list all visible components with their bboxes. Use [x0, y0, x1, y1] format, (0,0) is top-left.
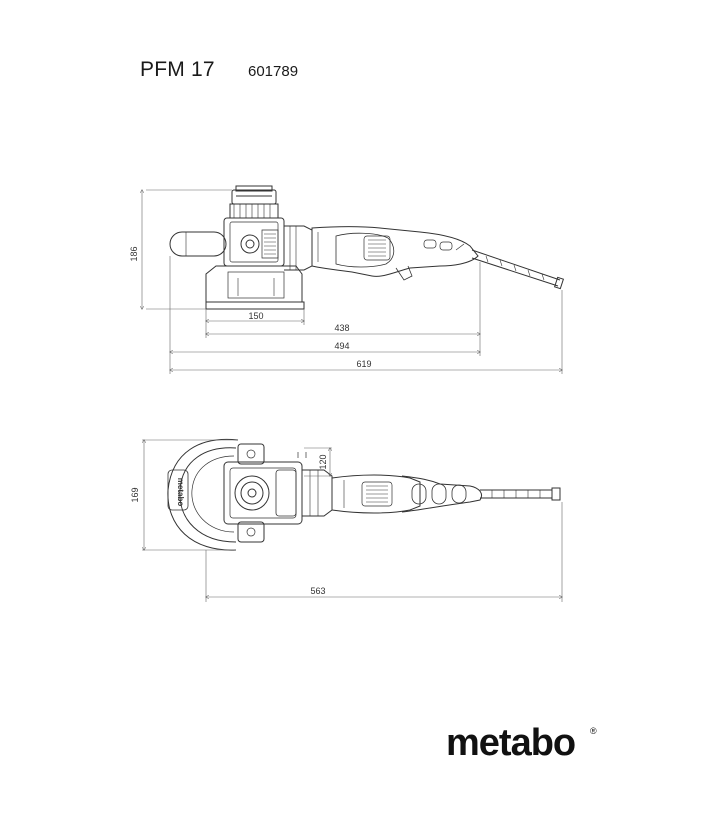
side-view	[169, 185, 565, 310]
top-view	[167, 438, 561, 551]
guard-brand-label: metabo	[176, 478, 185, 507]
dim-438: 438	[334, 323, 349, 333]
dim-169: 169	[130, 487, 140, 502]
article-number: 601789	[248, 63, 299, 80]
side-view-cap	[229, 185, 279, 219]
dim-494: 494	[334, 341, 349, 351]
side-view-cable	[471, 249, 565, 290]
top-view-body	[302, 469, 483, 517]
dim-120: 120	[318, 454, 328, 469]
side-view-neck	[284, 225, 313, 271]
side-view-motor	[311, 226, 479, 281]
top-view-dimensions	[142, 440, 562, 602]
side-view-handle	[169, 231, 227, 257]
top-view-head	[223, 443, 307, 543]
dim-150: 150	[248, 311, 263, 321]
brand-logo: metabo	[446, 722, 576, 764]
dim-186: 186	[129, 246, 139, 261]
model-title: PFM 17	[140, 58, 215, 81]
top-view-cable	[480, 487, 561, 501]
top-view-guard	[167, 438, 239, 551]
dim-619: 619	[356, 359, 371, 369]
side-view-base	[205, 265, 305, 310]
registered-mark: ®	[590, 726, 597, 736]
dim-563: 563	[310, 586, 325, 596]
side-view-head	[223, 217, 285, 267]
side-view-dimensions	[142, 190, 562, 374]
